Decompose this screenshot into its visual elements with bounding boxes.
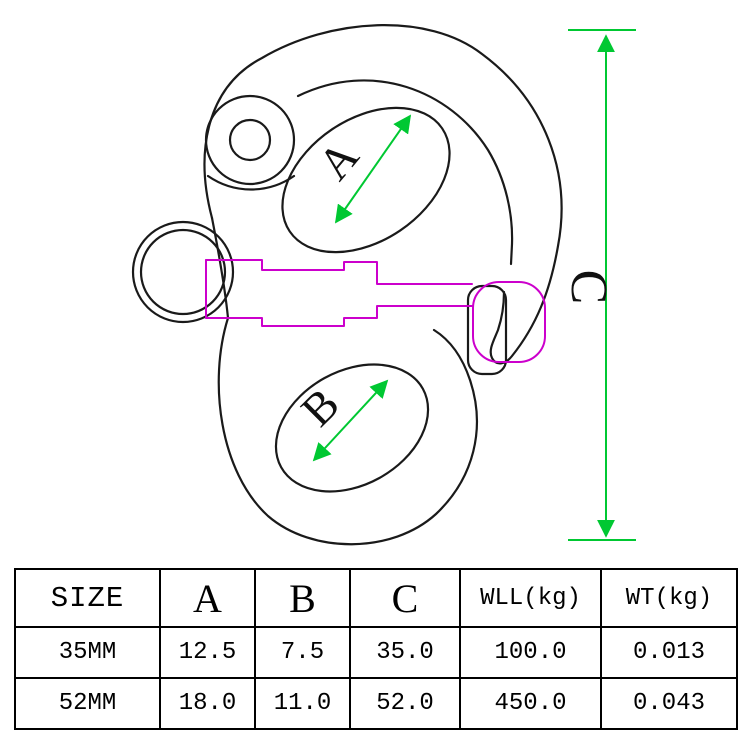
cell-c-35: 35.0	[349, 626, 461, 679]
cell-a-35: 12.5	[159, 626, 256, 679]
dimension-lines	[312, 29, 636, 541]
header-b: B	[254, 568, 351, 628]
shackle-body-outline	[131, 24, 563, 546]
table-header-row: SIZE A B C WLL(kg) WT(kg)	[14, 568, 738, 628]
latch-housing	[466, 284, 508, 376]
shackle-diagram: A B C	[131, 24, 636, 546]
pin-top-edge	[205, 259, 473, 285]
pin-knob	[472, 281, 546, 363]
body-left-edge	[210, 216, 230, 320]
header-size: SIZE	[14, 568, 161, 628]
header-a: A	[159, 568, 256, 628]
dim-arrow-a	[334, 114, 412, 224]
plunger-pin	[205, 259, 546, 363]
cell-b-52: 11.0	[254, 677, 351, 730]
label-b: B	[291, 378, 349, 436]
eye-ring-outer	[131, 220, 235, 324]
table-row: 52MM 18.0 11.0 52.0 450.0 0.043	[14, 677, 738, 730]
cell-wll-52: 450.0	[459, 677, 602, 730]
pivot-underline	[206, 174, 296, 191]
body-outer-top-hook	[203, 24, 563, 365]
header-wll: WLL(kg)	[459, 568, 602, 628]
lower-opening	[274, 363, 430, 493]
pin-bottom-edge	[205, 305, 473, 327]
label-c: C	[560, 270, 617, 305]
cell-size-35: 35MM	[14, 626, 161, 679]
cell-wt-52: 0.043	[600, 677, 738, 730]
hook-inner-edge	[296, 79, 514, 266]
header-wt: WT(kg)	[600, 568, 738, 628]
spec-table: SIZE A B C WLL(kg) WT(kg) 35MM 12.5 7.5 …	[14, 568, 738, 730]
cell-b-35: 7.5	[254, 626, 351, 679]
eye-ring-inner	[139, 228, 227, 316]
body-bottom-lobe	[217, 316, 478, 546]
cell-c-52: 52.0	[349, 677, 461, 730]
pivot-boss	[204, 94, 296, 186]
pivot-pin-hole	[228, 118, 272, 162]
cell-size-52: 52MM	[14, 677, 161, 730]
table-row: 35MM 12.5 7.5 35.0 100.0 0.013	[14, 626, 738, 679]
cell-wll-35: 100.0	[459, 626, 602, 679]
header-c: C	[349, 568, 461, 628]
upper-opening	[281, 106, 451, 254]
cell-wt-35: 0.013	[600, 626, 738, 679]
cell-a-52: 18.0	[159, 677, 256, 730]
dim-arrow-b	[312, 379, 389, 462]
